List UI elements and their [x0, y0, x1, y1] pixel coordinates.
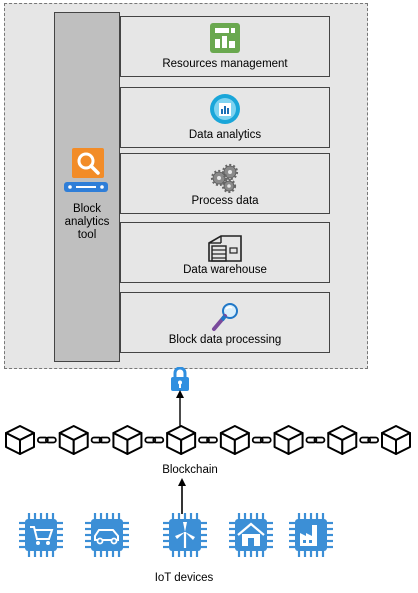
block-cube-icon [381, 425, 411, 455]
car-chip-icon [85, 513, 129, 557]
layer-label: Resources management [162, 58, 288, 70]
resources-management-icon [210, 23, 240, 53]
factory-chip-icon [289, 513, 333, 557]
lock-icon [170, 367, 190, 391]
chain-link [198, 436, 210, 444]
chain-link [367, 436, 380, 444]
gears-icon [210, 163, 240, 193]
block-cube-icon [58, 425, 89, 455]
block-cube-icon [166, 425, 197, 455]
layer-data-analytics[interactable]: Data analytics [120, 87, 330, 148]
data-analytics-icon [210, 94, 240, 124]
search-icon [72, 148, 104, 178]
layer-process-data[interactable]: Process data [120, 153, 330, 214]
block-cube-icon [273, 425, 304, 455]
tool-label-line: Block [72, 203, 102, 215]
server-bar-icon [64, 181, 108, 193]
blockchain-diagram [0, 418, 418, 462]
tool-label-line: analytics [64, 216, 110, 228]
chain-link [44, 436, 57, 444]
blockchain-label: Blockchain [162, 464, 218, 476]
chain-link [36, 436, 49, 444]
chain-link [305, 436, 318, 444]
chain-link [359, 436, 372, 444]
layer-label: Process data [191, 195, 259, 207]
layer-label: Block data processing [168, 334, 282, 346]
house-chip-icon [229, 513, 273, 557]
shopping-cart-chip-icon [19, 513, 63, 557]
iot-devices-label: IoT devices [154, 572, 214, 584]
block-cube-icon [112, 425, 143, 455]
chain-link [144, 436, 157, 444]
layer-resources-management[interactable]: Resources management [120, 16, 330, 77]
upward-arrow [177, 478, 187, 514]
block-cube-icon [219, 425, 250, 455]
layer-block-data-processing[interactable]: Block data processing [120, 292, 330, 353]
chain-link [98, 436, 111, 444]
warehouse-icon [207, 233, 243, 263]
layer-label: Data warehouse [183, 264, 267, 276]
chain-link [259, 436, 272, 444]
chain-link [251, 436, 264, 444]
chain-link [90, 436, 103, 444]
chain-link [152, 436, 165, 444]
block-cube-icon [5, 425, 35, 455]
layer-data-warehouse[interactable]: Data warehouse [120, 222, 330, 283]
chain-link [313, 436, 326, 444]
layer-label: Data analytics [188, 129, 262, 141]
magnifier-icon [210, 301, 240, 333]
upward-arrow [175, 390, 185, 426]
wind-turbine-chip-icon [163, 513, 207, 557]
chain-link [206, 436, 218, 444]
block-cube-icon [327, 425, 358, 455]
tool-label: Block analytics tool [54, 203, 120, 242]
tool-label-line: tool [77, 229, 97, 241]
